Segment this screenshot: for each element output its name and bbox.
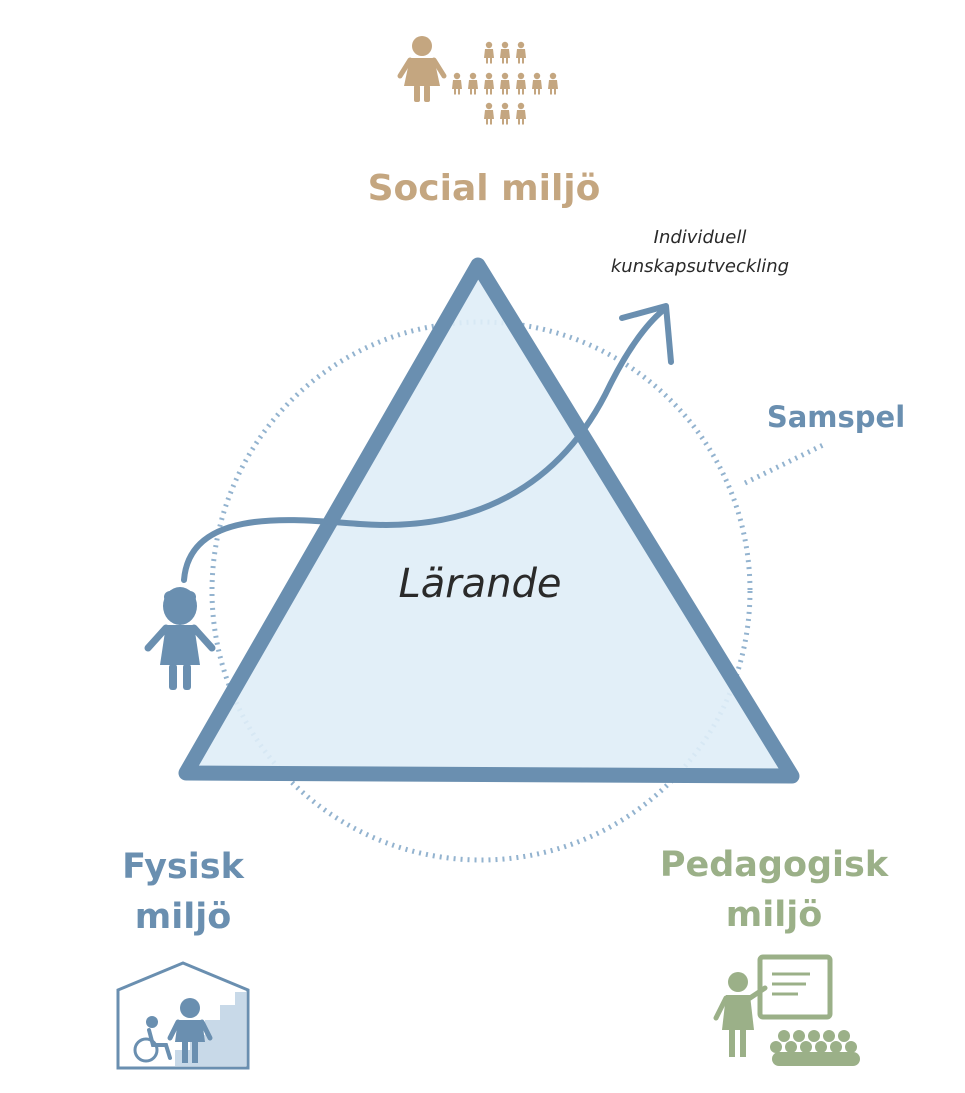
pedagogical-environment-label-line2: miljö bbox=[726, 895, 823, 935]
person-icon bbox=[500, 102, 510, 125]
student-icon bbox=[793, 1030, 805, 1042]
person-icon bbox=[516, 72, 526, 95]
samspel-connector bbox=[743, 442, 825, 486]
person-icon bbox=[500, 41, 510, 64]
social-environment-label: Social miljö bbox=[368, 168, 601, 209]
student-icon bbox=[800, 1041, 812, 1053]
samspel-label: Samspel bbox=[767, 400, 905, 434]
social-crowd-icon bbox=[452, 41, 558, 125]
arrow-head-icon bbox=[619, 303, 674, 365]
person-icon bbox=[516, 41, 526, 64]
person-icon bbox=[548, 72, 558, 95]
person-icon bbox=[484, 41, 494, 64]
person-icon bbox=[452, 72, 462, 95]
student-icon bbox=[815, 1041, 827, 1053]
student-icon bbox=[770, 1041, 782, 1053]
pedagogical-environment-label-line1: Pedagogisk bbox=[660, 845, 889, 885]
student-icon bbox=[823, 1030, 835, 1042]
learning-center-label: Lärande bbox=[398, 561, 561, 607]
student-icon bbox=[785, 1041, 797, 1053]
student-icon bbox=[808, 1030, 820, 1042]
development-arrow bbox=[181, 305, 669, 583]
group-of-people-icon bbox=[397, 36, 447, 102]
student-icon bbox=[830, 1041, 842, 1053]
student-icon bbox=[845, 1041, 857, 1053]
student-icon bbox=[838, 1030, 850, 1042]
physical-environment-label-line2: miljö bbox=[135, 897, 232, 937]
arrow-label-line1: Individuell bbox=[654, 227, 747, 248]
person-icon bbox=[516, 102, 526, 125]
class-bench-icon bbox=[772, 1052, 860, 1066]
arrow-label-line2: kunskapsutveckling bbox=[611, 256, 789, 277]
person-icon bbox=[484, 72, 494, 95]
person-icon bbox=[468, 72, 478, 95]
physical-environment-label-line1: Fysisk bbox=[122, 847, 244, 887]
person-icon bbox=[500, 72, 510, 95]
person-icon bbox=[532, 72, 542, 95]
teacher-at-whiteboard-with-class-icon bbox=[713, 954, 860, 1066]
house-with-wheelchair-and-stairs-icon bbox=[116, 961, 250, 1070]
child-figure-icon bbox=[144, 587, 216, 690]
student-icon bbox=[778, 1030, 790, 1042]
person-icon bbox=[484, 102, 494, 125]
